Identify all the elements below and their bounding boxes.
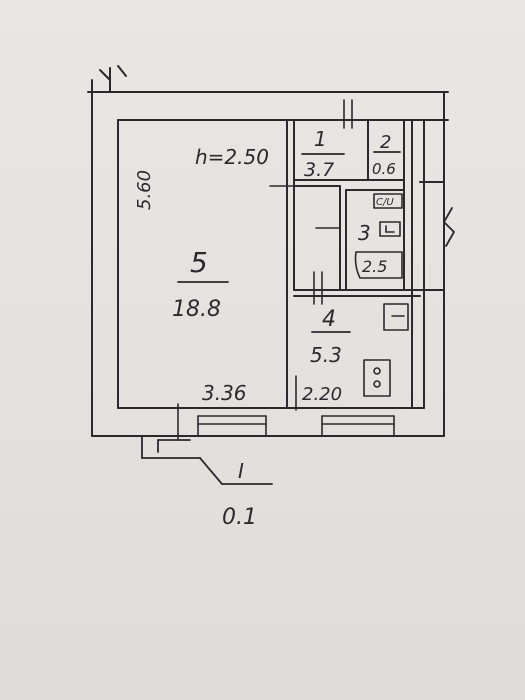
corner-mark (99, 65, 127, 93)
section-mark: I (238, 459, 244, 483)
ceiling-height-label: h=2.50 (195, 145, 269, 169)
area-fraction-bars (177, 151, 401, 333)
dimension-left-wall: 5.60 (134, 170, 155, 210)
section-value: 0.1 (222, 505, 257, 530)
room-5-number: 5 (190, 246, 208, 279)
dimension-room-4-width: 2.20 (302, 384, 342, 405)
room-4-number: 4 (322, 307, 336, 332)
room-4-area: 5.3 (310, 343, 342, 367)
door-marks (177, 99, 353, 441)
dimension-room-5-width: 3.36 (202, 381, 247, 405)
room-1-number: 1 (314, 127, 327, 151)
room-3-number: 3 (358, 221, 371, 245)
room-3-area: 2.5 (362, 257, 387, 276)
fixture-cu-label: C/U (376, 197, 394, 208)
plan-labels: h=2.50 5.60 5 18.8 1 3.7 2 0.6 C/U 3 2.5… (134, 127, 396, 530)
outer-walls (87, 79, 449, 437)
room-2-number: 2 (380, 132, 391, 153)
fixture-stove-icon (363, 359, 391, 397)
entrance-step (141, 435, 273, 485)
room-1-area: 3.7 (304, 159, 334, 181)
fixture-toilet-icon (379, 221, 401, 237)
fixture-sink-icon (383, 303, 409, 331)
room-2-area: 0.6 (372, 160, 396, 178)
fixture-cu-box-icon (373, 193, 403, 209)
fixture-bathtub-icon (354, 251, 403, 279)
interior-walls (286, 119, 421, 409)
room-5-area: 18.8 (172, 297, 221, 322)
windows (197, 207, 455, 437)
